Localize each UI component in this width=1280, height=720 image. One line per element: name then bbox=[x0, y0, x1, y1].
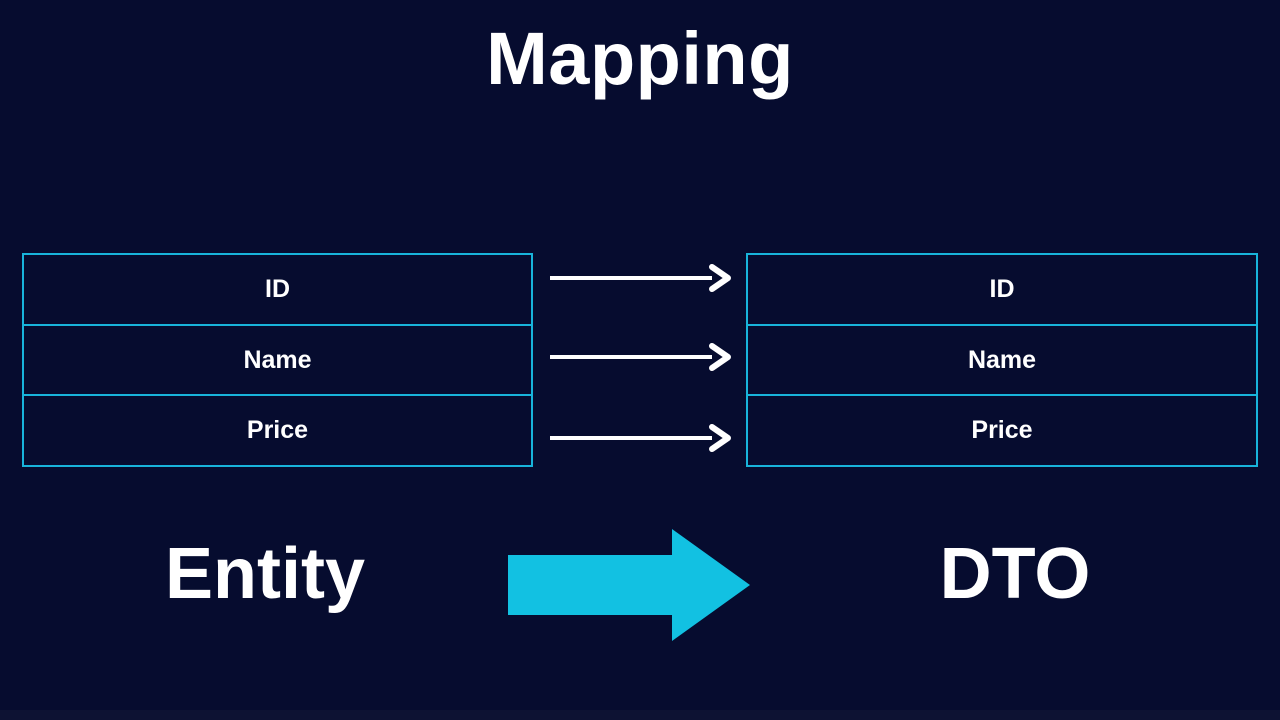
field-mapping-arrow-icon bbox=[550, 264, 731, 292]
entity-field-price: Price bbox=[246, 416, 309, 445]
dto-field-id: ID bbox=[989, 274, 1015, 303]
table-row: Price bbox=[24, 396, 531, 465]
field-mapping-arrow-icon bbox=[550, 424, 731, 452]
table-row: ID bbox=[24, 255, 531, 326]
dto-field-name: Name bbox=[967, 345, 1037, 374]
table-row: Name bbox=[748, 326, 1256, 397]
dto-label: DTO bbox=[939, 534, 1091, 614]
entity-field-id: ID bbox=[265, 274, 290, 303]
dto-table: ID Name Price bbox=[746, 253, 1258, 467]
dto-field-price: Price bbox=[971, 416, 1033, 445]
field-mapping-arrow-icon bbox=[550, 343, 731, 371]
entity-field-name: Name bbox=[243, 345, 312, 374]
entity-table: ID Name Price bbox=[22, 253, 533, 467]
table-row: Name bbox=[24, 326, 531, 397]
table-row: Price bbox=[748, 396, 1256, 465]
entity-label: Entity bbox=[164, 534, 365, 614]
table-row: ID bbox=[748, 255, 1256, 326]
transform-arrow-icon bbox=[508, 529, 750, 641]
page-title: Mapping bbox=[486, 16, 794, 100]
bottom-strip bbox=[0, 710, 1280, 720]
